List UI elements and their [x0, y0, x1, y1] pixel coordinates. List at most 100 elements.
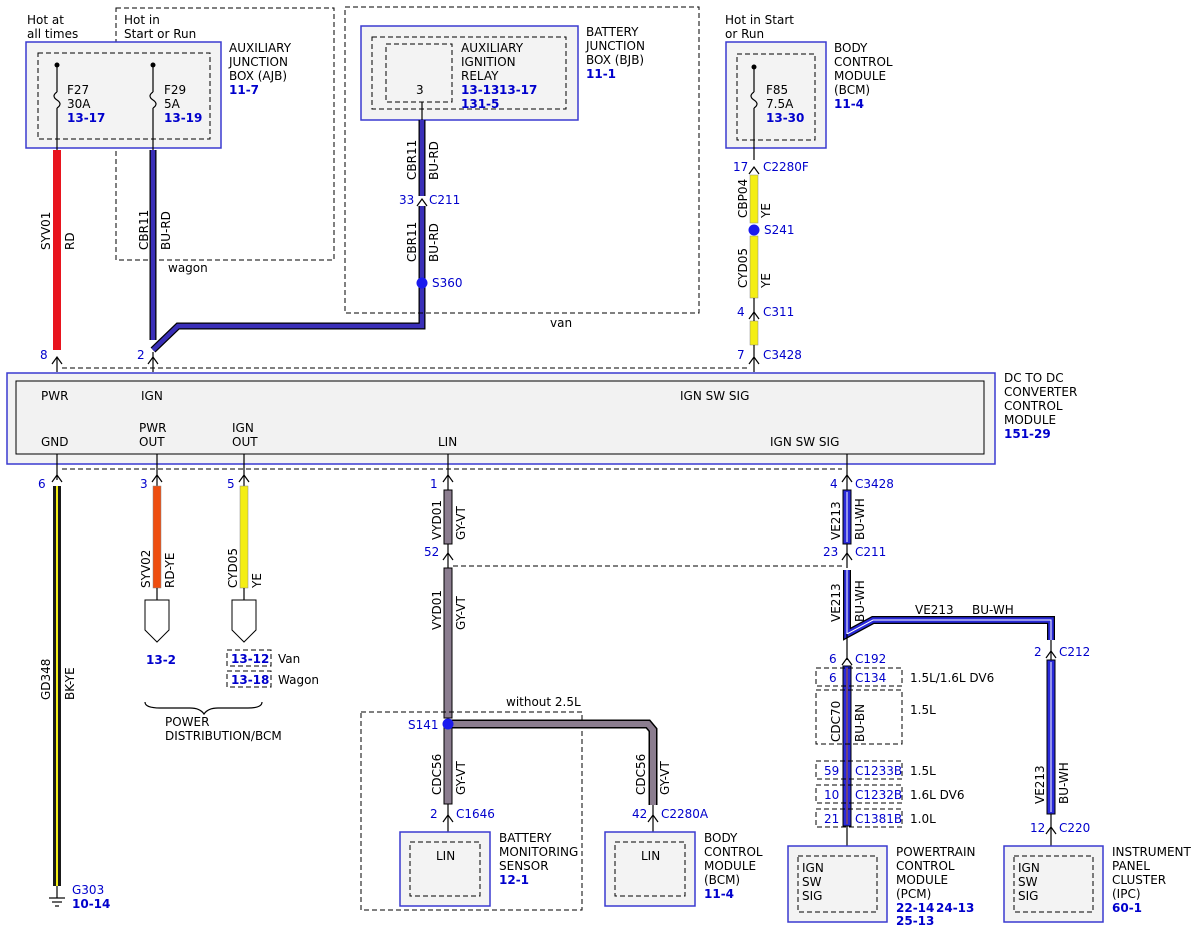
c1232b-name: C1232B — [855, 788, 902, 802]
pcm-ref-1: 22-14 — [896, 901, 934, 915]
cyd05-bottom-circuit: CYD05 — [226, 548, 240, 588]
dcdc-name-line2: CONVERTER — [1004, 385, 1077, 399]
dcdc-pin-ign-out-1: IGN — [232, 421, 254, 435]
f85-name: F85 — [766, 83, 788, 97]
bcm-bottom-line1: BODY — [704, 831, 738, 845]
cdc70-circuit: CDC70 — [829, 701, 843, 742]
dcdc-pin-gnd: GND — [41, 435, 69, 449]
wire-gd348 — [49, 486, 65, 907]
wire-syv01 — [53, 150, 61, 350]
relay-pin: 3 — [416, 83, 424, 97]
dcdc-name-line3: CONTROL — [1004, 399, 1063, 413]
cbp04-circuit: CBP04 — [736, 179, 750, 218]
c1232b-box — [815, 784, 903, 804]
ajb-inner — [37, 52, 211, 140]
cyd05-wagon-label: Wagon — [278, 673, 319, 687]
ajb-box — [25, 41, 222, 149]
syv01-circuit: SYV01 — [39, 212, 53, 250]
c2280a-pin: 42 — [632, 807, 647, 821]
ajb-name-line1: AUXILIARY — [229, 41, 292, 55]
hot-at-all-times-line1: Hot at — [27, 13, 64, 27]
bms-line1: BATTERY — [499, 831, 552, 845]
s360-name: S360 — [432, 276, 463, 290]
ipc-line2: PANEL — [1112, 859, 1150, 873]
cbr11-a-color: BU-RD — [159, 211, 173, 250]
pcm-ref-3: 25-13 — [896, 914, 934, 927]
cdc70-color: BU-BN — [853, 704, 867, 742]
cdc70-note: 1.5L — [910, 703, 936, 717]
bjb-inner — [371, 36, 567, 110]
c134-box — [815, 667, 903, 687]
bjb-box — [360, 25, 579, 121]
c211-right-name: C211 — [855, 545, 886, 559]
ipc-sig-2: SW — [1018, 875, 1038, 889]
bcm-top-line1: BODY — [834, 41, 868, 55]
cdc70-box — [815, 689, 903, 745]
power-dist-brace — [144, 701, 263, 716]
pcm-line3: MODULE — [896, 873, 948, 887]
c134-pin: 6 — [829, 671, 837, 685]
splice-s241 — [748, 224, 760, 236]
fuse-f29 — [149, 62, 157, 150]
bjb-name-line1: BATTERY — [586, 25, 639, 39]
relay-box — [385, 43, 453, 103]
syv02-color: RD-YE — [163, 553, 177, 588]
c3428-top-name: C3428 — [763, 348, 802, 362]
ve213-b-circuit: VE213 — [829, 583, 843, 622]
cyd05-top-circuit: CYD05 — [736, 248, 750, 288]
bcm-bottom-line3: MODULE — [704, 859, 756, 873]
c311-pin: 4 — [737, 305, 745, 319]
cyd05-van-ref: 13-12 — [231, 652, 269, 666]
wire-pcm-stack — [842, 665, 852, 846]
syv01-color: RD — [63, 232, 77, 250]
s241-name: S241 — [764, 223, 795, 237]
wire-ve213-ipc — [1046, 659, 1056, 846]
without-25l-region — [360, 711, 583, 911]
ve213-b-color: BU-WH — [853, 580, 867, 622]
cbr11-a-circuit: CBR11 — [137, 210, 151, 250]
bcm-top-line4: (BCM) — [834, 83, 870, 97]
c220-pin: 12 — [1030, 821, 1045, 835]
relay-ref-1: 13-13 — [461, 83, 499, 97]
pcm-sig-2: SW — [802, 875, 822, 889]
c220-name: C220 — [1059, 821, 1090, 835]
pcm-sig-1: IGN — [802, 861, 824, 875]
c3428-top-pin: 7 — [737, 348, 745, 362]
ipc-line4: (IPC) — [1112, 887, 1141, 901]
s141-name: S141 — [408, 718, 439, 732]
pcm-ref-2: 24-13 — [936, 901, 974, 915]
g303-ref: 10-14 — [72, 897, 110, 911]
hot-in-start-run-2-line2: or Run — [725, 27, 764, 41]
pin-6: 6 — [38, 477, 46, 491]
hot-at-all-times-line2: all times — [27, 27, 78, 41]
c1381b-name: C1381B — [855, 812, 902, 826]
c211-top-pin: 33 — [399, 193, 414, 207]
c212-name: C212 — [1059, 645, 1090, 659]
cyd05-wagon-ref: 13-18 — [231, 673, 269, 687]
cbp04-color: YE — [759, 203, 773, 219]
bcm-bottom-line4: (BCM) — [704, 873, 740, 887]
vyd01-a-color: GY-VT — [454, 506, 468, 540]
c3428-bottom-pin: 4 — [830, 477, 838, 491]
dcdc-pin-ign-sw-sig-bottom: IGN SW SIG — [770, 435, 839, 449]
cyd05-wagon-box — [226, 670, 272, 688]
dcdc-name-line4: MODULE — [1004, 413, 1056, 427]
wire-ve213 — [842, 489, 1055, 660]
ve213-a-color: BU-WH — [853, 498, 867, 540]
bcm-bottom-box — [604, 831, 696, 907]
bms-box — [399, 831, 491, 907]
wagon-region — [115, 7, 335, 261]
bjb-ref: 11-1 — [586, 67, 616, 81]
c211-right-pin: 23 — [823, 545, 838, 559]
hot-in-start-run-line2: Start or Run — [124, 27, 196, 41]
f85-ref: 13-30 — [766, 111, 804, 125]
c192-pin: 6 — [829, 652, 837, 666]
c212-pin: 2 — [1034, 645, 1042, 659]
bcm-bottom-ref: 11-4 — [704, 887, 734, 901]
power-dist-line2: DISTRIBUTION/BCM — [165, 729, 282, 743]
c1233b-pin: 59 — [824, 764, 839, 778]
splice-s360 — [416, 277, 428, 289]
pcm-line1: POWERTRAIN — [896, 845, 976, 859]
bcm-top-inner — [736, 53, 816, 141]
f27-rating: 30A — [67, 97, 91, 111]
